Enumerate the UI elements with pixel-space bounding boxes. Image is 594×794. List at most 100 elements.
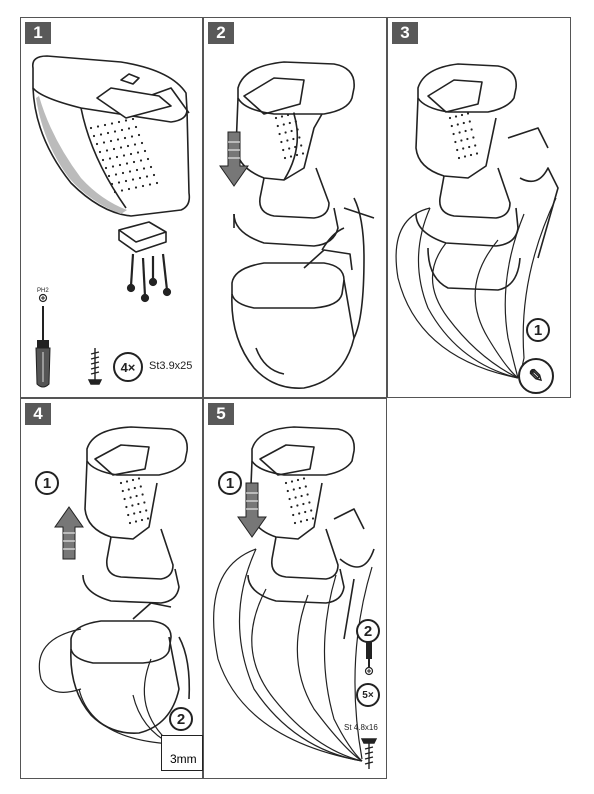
perforation-dot	[296, 478, 300, 482]
perforation-dot	[103, 123, 107, 127]
perforation-dot	[472, 136, 475, 139]
step-marker-2: 2	[356, 619, 380, 643]
perforation-dot	[123, 136, 127, 140]
perforation-dot	[288, 497, 291, 501]
guide-curves	[213, 548, 373, 762]
perforation-dots	[448, 112, 479, 160]
step-panel-3: 3 1 ✎	[387, 17, 571, 398]
step-marker-label: 2	[363, 622, 373, 640]
perforation-dot	[107, 174, 111, 178]
perforation-dot	[464, 129, 467, 133]
step-number: 5	[208, 403, 234, 425]
screw-spec-label: St3.9x25	[149, 360, 193, 372]
perforation-dot	[117, 181, 121, 184]
perforation-dot	[128, 521, 132, 525]
step-marker-label: 1	[225, 474, 235, 492]
perforation-dot	[306, 493, 309, 496]
perforation-dot	[119, 146, 123, 149]
perforation-dot	[111, 165, 115, 168]
armrest-final-illustration	[213, 426, 378, 769]
perforation-dot	[294, 145, 297, 149]
perforation-dot	[292, 137, 295, 141]
perforation-dot	[284, 131, 287, 134]
perforation-dots	[274, 112, 305, 160]
perforation-dot	[142, 167, 146, 170]
step-panel-4: 4 1 2 3mm	[20, 398, 203, 779]
perforation-dot	[92, 134, 96, 138]
perforation-dot	[457, 156, 461, 160]
perforation-dot	[120, 189, 124, 192]
perforation-dot	[113, 130, 117, 133]
perforation-dot	[130, 135, 134, 138]
perforation-dot	[137, 502, 140, 506]
perforation-dot	[305, 518, 309, 522]
step-number: 4	[25, 403, 51, 425]
perforation-dot	[126, 144, 130, 148]
perforation-dot	[288, 147, 291, 150]
step-marker: 1	[526, 318, 550, 342]
perforation-dot	[137, 477, 141, 480]
perforation-dot	[450, 124, 453, 128]
armrest-remove-illustration	[38, 426, 191, 745]
perforation-dot	[110, 182, 114, 186]
perforation-dot	[113, 190, 117, 194]
perforation-dot	[282, 148, 285, 152]
perforation-dot	[462, 147, 465, 150]
perforation-dot	[298, 512, 301, 515]
perforation-dot	[125, 480, 129, 483]
perforation-dot	[145, 175, 149, 178]
screw-count: 5×	[362, 689, 374, 701]
perforation-dot	[131, 478, 135, 482]
armrest-exploded-illustration	[31, 55, 191, 388]
perforation-dot	[127, 187, 131, 191]
perforation-dot	[304, 510, 307, 514]
arrow-down-icon	[219, 131, 249, 187]
clip-tool-icon: ✎	[528, 365, 544, 386]
perforation-dot	[468, 145, 471, 149]
screw-count: 4×	[120, 359, 136, 375]
clip-tool-badge: ✎	[518, 358, 554, 394]
perforation-dot	[152, 173, 156, 177]
perforation-dot	[110, 122, 114, 125]
armrest-install-illustration	[219, 61, 375, 389]
perforation-dot	[462, 121, 465, 125]
step-number: 2	[208, 22, 234, 44]
perforation-dot	[304, 485, 307, 488]
perforation-dot	[311, 517, 315, 520]
perforation-dot	[121, 171, 125, 175]
perforation-dot	[143, 501, 146, 504]
perforation-dot	[129, 496, 132, 499]
perforation-dot	[102, 141, 106, 144]
perforation-dot	[121, 489, 124, 493]
perforation-dot	[96, 125, 100, 128]
perforation-dot	[280, 140, 283, 144]
perforation-dot	[133, 486, 136, 490]
perforation-dot	[128, 170, 132, 173]
perforation-dot	[140, 141, 144, 145]
perforation-dot	[98, 150, 102, 154]
perforation-dot	[302, 502, 305, 506]
perforation-dot	[301, 152, 305, 155]
perforation-dot	[460, 139, 463, 142]
perforation-dot	[133, 512, 136, 515]
perforation-dot	[458, 131, 461, 134]
step-marker-1: 1	[218, 471, 242, 495]
perforation-dot	[468, 120, 471, 123]
perforation-dot	[131, 117, 135, 121]
perforation-dot	[155, 181, 159, 185]
perforation-dot	[308, 501, 311, 504]
perforation-dot	[132, 160, 136, 164]
perforation-dot	[296, 504, 299, 507]
step-number: 1	[25, 22, 51, 44]
arrow-up-icon	[54, 506, 84, 560]
perforation-dot	[120, 128, 124, 132]
perforation-dot	[118, 163, 122, 167]
perforation-dot	[104, 166, 108, 170]
armrest-attach-illustration	[395, 63, 559, 379]
perforation-dot	[114, 173, 118, 176]
perforation-dot	[290, 505, 293, 509]
perforation-dot	[456, 123, 459, 126]
perforation-dot	[109, 139, 113, 143]
perforation-dot	[283, 156, 287, 160]
perforation-dot	[134, 520, 138, 523]
